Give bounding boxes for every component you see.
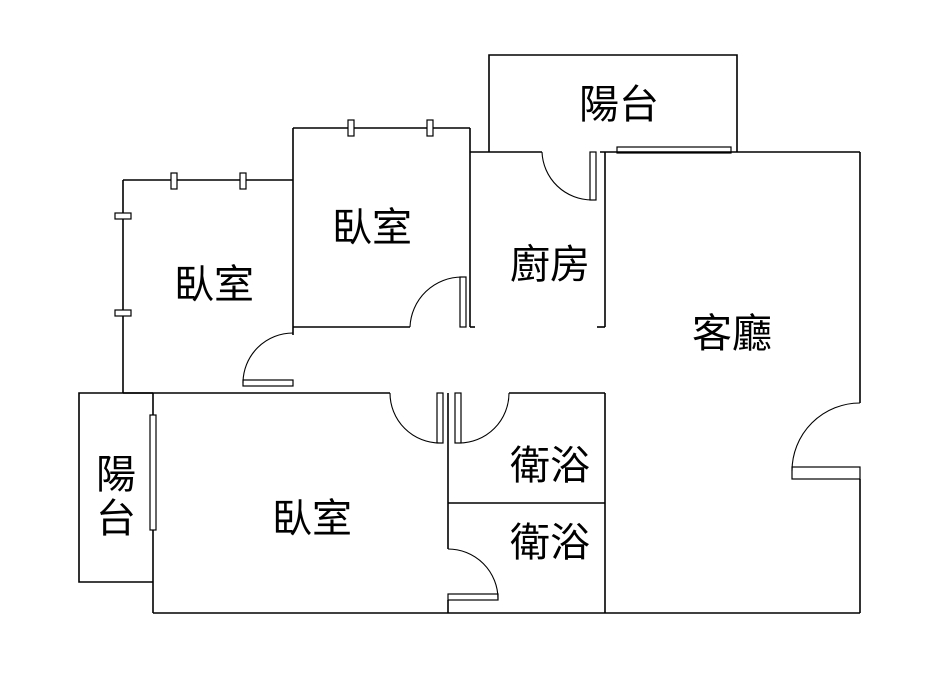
bath-1-door-leaf (454, 392, 462, 444)
bedroom-left-window-3 (114, 212, 132, 220)
bath-2-label: 衛浴 (510, 520, 590, 566)
bedroom-top-door-arc (409, 276, 463, 328)
balcony-top (488, 54, 738, 154)
kitchen-door-leaf (589, 151, 597, 201)
balcony-left-label-1: 陽 (96, 452, 136, 498)
bathroom-walls (389, 392, 606, 613)
entry-door (791, 402, 861, 480)
bedroom-bottom-door-arc (389, 392, 441, 444)
bedroom-top-walls (293, 119, 471, 328)
bath-1-label: 衛浴 (510, 443, 590, 489)
bedroom-left-door-arc (242, 332, 294, 384)
bath-2-door-leaf (447, 593, 499, 601)
bedroom-left-door-leaf (242, 379, 294, 387)
bedroom-left-window-2 (239, 172, 247, 190)
balcony-left (78, 392, 157, 583)
kitchen-door-arc (541, 151, 593, 201)
bedroom-bottom-label: 臥室 (272, 496, 352, 542)
bedroom-top-window-1 (347, 119, 355, 137)
living-room-label: 客廳 (692, 311, 772, 357)
bedroom-left-walls (114, 128, 390, 394)
balcony-left-label-2: 台 (96, 496, 136, 542)
bedroom-left-label: 臥室 (174, 262, 254, 308)
balcony-left-window (149, 414, 157, 531)
kitchen-walls (470, 151, 606, 328)
balcony-top-label: 陽台 (579, 82, 659, 128)
bedroom-top-door-leaf (459, 276, 467, 328)
bedroom-bottom-door-leaf (436, 392, 444, 444)
entry-door-arc (791, 402, 861, 472)
bedroom-left-window-4 (114, 309, 132, 317)
bedroom-left-window-1 (170, 172, 178, 190)
bedroom-top-label: 臥室 (332, 205, 412, 251)
bedroom-top-window-2 (426, 119, 434, 137)
bath-2-door-arc (447, 548, 499, 600)
balcony-top-window (616, 146, 732, 154)
entry-door-leaf (791, 466, 861, 480)
outer-walls (152, 151, 861, 614)
kitchen-label: 廚房 (510, 242, 590, 288)
bath-1-door-arc (458, 392, 510, 444)
